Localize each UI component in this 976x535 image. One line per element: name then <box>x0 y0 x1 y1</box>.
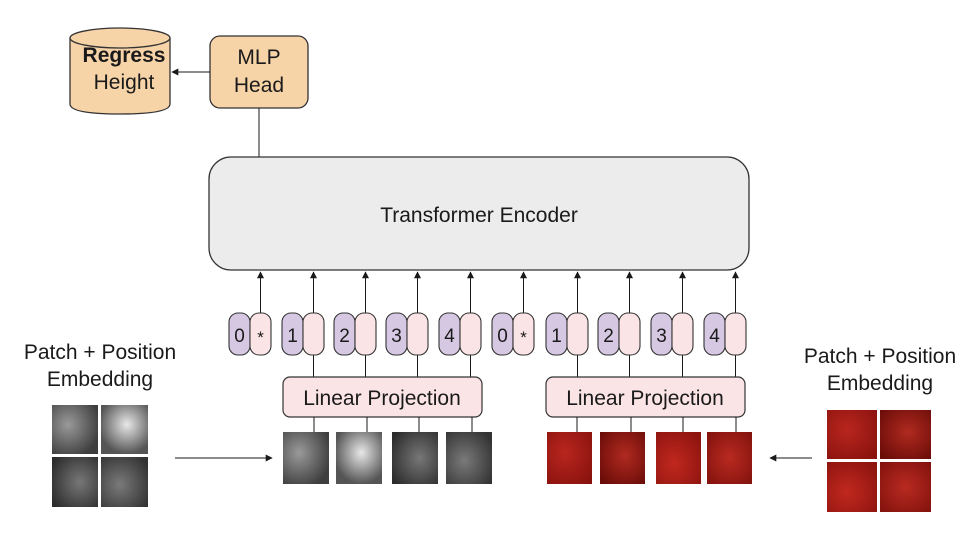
linear-projection-right-box <box>545 376 746 418</box>
patch-embedding-token <box>406 312 429 356</box>
red-patch <box>600 432 645 484</box>
token-row: 0 * 1 2 3 4 0 * 1 2 3 4 <box>228 271 747 377</box>
patch-embedding-token <box>459 312 482 356</box>
token-position-number: 3 <box>391 326 402 347</box>
grayscale-image-grid <box>52 405 148 507</box>
red-grid-patch <box>880 410 931 459</box>
left-embedding-line1: Patch + Position <box>23 341 177 364</box>
patch-embedding-token <box>566 312 589 356</box>
token-position-number: 2 <box>339 326 350 347</box>
right-embedding-line2: Embedding <box>826 372 934 395</box>
patch-embedding-token <box>618 312 641 356</box>
patch-embedding-token <box>512 312 535 356</box>
left-embedding-line2: Embedding <box>46 368 154 391</box>
gray-patch <box>392 432 438 484</box>
token-position-number: 4 <box>709 326 720 347</box>
patch-embedding-token <box>354 312 377 356</box>
token-position-number: 1 <box>551 326 562 347</box>
gray-grid-patch <box>52 405 98 454</box>
patch-embedding-token <box>302 312 325 356</box>
output-title: Regress <box>83 44 166 67</box>
class-token-marker: * <box>520 328 527 347</box>
red-grid-patch <box>827 462 877 512</box>
output-subtitle: Height <box>94 71 155 94</box>
linear-projection-left-label: Linear Projection <box>303 387 461 410</box>
gray-patch <box>336 432 382 484</box>
token-position-number: 4 <box>444 326 455 347</box>
gray-grid-patch <box>101 405 148 454</box>
mlp-head-line1: MLP <box>237 46 280 69</box>
patch-embedding-token <box>671 312 694 356</box>
linear-projection-left-box <box>282 376 483 418</box>
left-embedding-label: Patch + Position Embedding <box>0 339 200 393</box>
red-patch <box>656 432 701 484</box>
red-grid-patch <box>880 462 931 512</box>
right-embedding-label: Patch + Position Embedding <box>780 343 976 397</box>
red-patch <box>547 432 592 484</box>
patch-embedding-token <box>724 312 747 356</box>
encoder-label: Transformer Encoder <box>380 204 578 227</box>
token-position-number: 0 <box>234 326 245 347</box>
transformer-encoder-box <box>208 156 750 271</box>
red-image-grid <box>827 410 931 512</box>
class-token-marker: * <box>257 328 264 347</box>
mlp-head-line2: Head <box>234 74 284 97</box>
gray-patch <box>283 432 329 484</box>
token-position-number: 2 <box>603 326 614 347</box>
patch-embedding-token <box>249 312 272 356</box>
token-position-number: 1 <box>287 326 298 347</box>
right-embedding-line1: Patch + Position <box>803 345 957 368</box>
gray-patch <box>446 432 492 484</box>
red-grid-patch <box>827 410 877 459</box>
output-cylinder <box>69 27 171 115</box>
linear-projection-right-label: Linear Projection <box>566 387 724 410</box>
gray-grid-patch <box>101 457 148 507</box>
token-position-number: 0 <box>497 326 508 347</box>
token-position-number: 3 <box>656 326 667 347</box>
patch-row <box>283 417 752 484</box>
gray-grid-patch <box>52 457 98 507</box>
red-patch <box>707 432 752 484</box>
